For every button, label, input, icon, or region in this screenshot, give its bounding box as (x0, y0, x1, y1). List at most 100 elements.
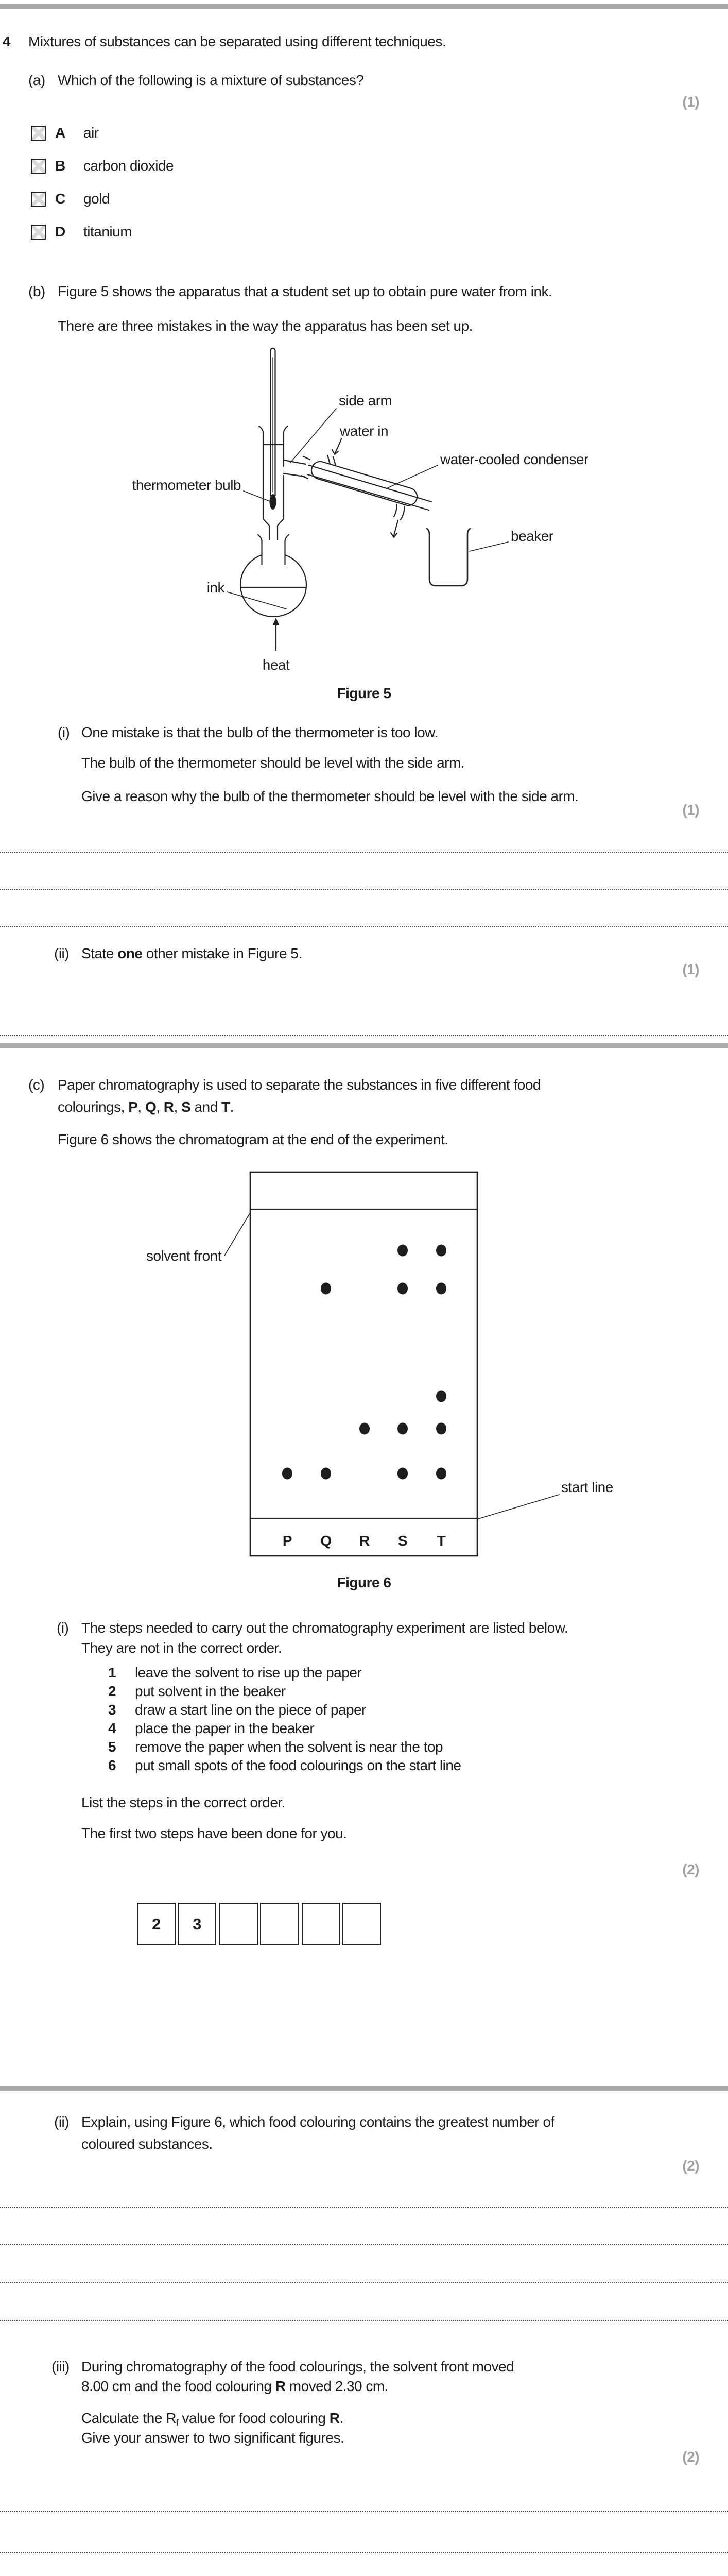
page-middle-divider-2 (0, 2086, 728, 2091)
step-number: 5 (108, 1739, 116, 1755)
order-box-2[interactable]: 3 (178, 1903, 216, 1945)
chromatogram-spot (436, 1282, 446, 1295)
flask-socket-right (284, 534, 290, 566)
part-b-intro2: There are three mistakes in the way the … (58, 318, 473, 334)
step-row-5: 5 remove the paper when the solvent is n… (108, 1739, 443, 1755)
part-c-iii-label: (iii) (51, 2359, 70, 2375)
chromatography-paper (249, 1171, 478, 1557)
step-number: 2 (108, 1683, 116, 1699)
part-c-intro-row: (c) Paper chromatography is used to sepa… (28, 1077, 541, 1093)
neck-right-wall-upper (283, 425, 289, 467)
column-letter-P: P (283, 1533, 292, 1549)
part-b-ii-label: (ii) (54, 945, 70, 961)
option-row-c: C gold (31, 190, 110, 208)
answer-line[interactable] (0, 852, 728, 853)
option-text-b: carbon dioxide (83, 158, 174, 174)
side-arm-bottom (283, 472, 305, 478)
option-text-a: air (83, 125, 99, 141)
part-b-intro-row: (b) Figure 5 shows the apparatus that a … (28, 283, 552, 300)
answer-line[interactable] (0, 2552, 728, 2553)
part-c-iii-marks: (2) (682, 2449, 699, 2465)
condenser-inner-tube-top (308, 464, 432, 503)
answer-line[interactable] (0, 926, 728, 927)
part-b-ii-text: State one other mistake in Figure 5. (81, 945, 302, 961)
part-c-iii-row: (iii) During chromatography of the food … (51, 2359, 514, 2375)
part-c-ii-row: (ii) Explain, using Figure 6, which food… (54, 2114, 554, 2130)
answer-checkbox-a[interactable] (31, 125, 46, 141)
part-c-ii-label: (ii) (54, 2114, 70, 2130)
part-c-i-marks: (2) (682, 1861, 699, 1877)
order-box-4[interactable] (260, 1903, 299, 1945)
part-c-iii-line1: During chromatography of the food colour… (81, 2359, 514, 2375)
page-top-divider (0, 4, 728, 9)
step-number: 1 (108, 1665, 116, 1681)
column-letter-Q: Q (320, 1533, 331, 1549)
chromatogram-spot (397, 1282, 408, 1295)
part-c-i-line1: The steps needed to carry out the chroma… (81, 1620, 568, 1636)
figure5-caption: Figure 5 (337, 685, 391, 701)
heat-label: heat (263, 657, 290, 673)
answer-line[interactable] (0, 889, 728, 890)
beaker-shape (426, 528, 471, 587)
water-in-label: water in (339, 423, 388, 439)
condenser-jacket (310, 461, 418, 506)
part-a-prompt: Which of the following is a mixture of s… (58, 72, 364, 88)
column-letter-T: T (437, 1533, 446, 1549)
thermometer-bulb-shape (269, 494, 276, 510)
neck-left-wall (258, 425, 270, 557)
step-row-4: 4 place the paper in the beaker (108, 1720, 315, 1737)
part-b-i-marks: (1) (682, 802, 699, 818)
answer-line[interactable] (0, 1035, 728, 1036)
chromatogram-spot (321, 1467, 331, 1480)
step-text: remove the paper when the solvent is nea… (135, 1739, 443, 1755)
part-c-ii-line2: coloured substances. (81, 2136, 213, 2152)
order-box-6[interactable] (342, 1903, 381, 1945)
part-b-ii-row: (ii) State one other mistake in Figure 5… (54, 945, 302, 962)
part-b-ii-marks: (1) (682, 961, 699, 977)
question-intro: Mixtures of substances can be separated … (28, 33, 446, 49)
figure6-caption: Figure 6 (337, 1574, 391, 1590)
order-box-3[interactable] (219, 1903, 258, 1945)
answer-line[interactable] (0, 2244, 728, 2245)
answer-line[interactable] (0, 2282, 728, 2283)
thermometer-tube (270, 347, 276, 497)
solvent-front-label: solvent front (146, 1248, 222, 1264)
chromatogram-spot (436, 1467, 446, 1480)
chromatogram-spot (321, 1282, 331, 1295)
step-number: 3 (108, 1702, 116, 1718)
part-c-ii-marks: (2) (682, 2158, 699, 2174)
answer-line[interactable] (0, 2511, 728, 2512)
answer-checkbox-d[interactable] (31, 224, 46, 240)
answer-line[interactable] (0, 2320, 728, 2321)
figure6-chromatogram: P Q R S T solvent front start line (146, 1171, 613, 1557)
page-middle-divider-1 (0, 1043, 728, 1048)
step-text: put small spots of the food colourings o… (135, 1757, 461, 1773)
option-text-d: titanium (83, 224, 132, 240)
answer-checkbox-c[interactable] (31, 191, 46, 207)
heat-arrowhead (272, 618, 280, 625)
answer-line[interactable] (0, 2207, 728, 2208)
chromatogram-spot (436, 1244, 446, 1257)
option-row-a: A air (31, 124, 99, 142)
chromatogram-spot (397, 1422, 408, 1435)
step-text: place the paper in the beaker (135, 1720, 315, 1736)
part-a-label: (a) (28, 72, 45, 88)
figure5-apparatus-diagram: thermometer bulb side arm water in water… (132, 347, 589, 673)
part-b-i-label: (i) (58, 724, 70, 740)
answer-checkbox-b[interactable] (31, 158, 46, 174)
part-b-i-row: (i) One mistake is that the bulb of the … (58, 724, 438, 741)
part-c-i-line2: They are not in the correct order. (81, 1640, 282, 1656)
column-letter-S: S (398, 1533, 407, 1549)
part-c-iii-line2: 8.00 cm and the food colouring R moved 2… (81, 2378, 388, 2394)
water-in-arrow (334, 438, 342, 454)
step-row-3: 3 draw a start line on the piece of pape… (108, 1702, 367, 1718)
order-box-5[interactable] (302, 1903, 340, 1945)
option-letter-b: B (55, 158, 65, 174)
part-c-intro1: Paper chromatography is used to separate… (58, 1077, 541, 1093)
step-row-1: 1 leave the solvent to rise up the paper (108, 1665, 362, 1681)
option-row-b: B carbon dioxide (31, 157, 174, 175)
start-line-label: start line (561, 1479, 613, 1495)
order-box-1[interactable]: 2 (137, 1903, 176, 1945)
chromatogram-spot (359, 1422, 370, 1435)
